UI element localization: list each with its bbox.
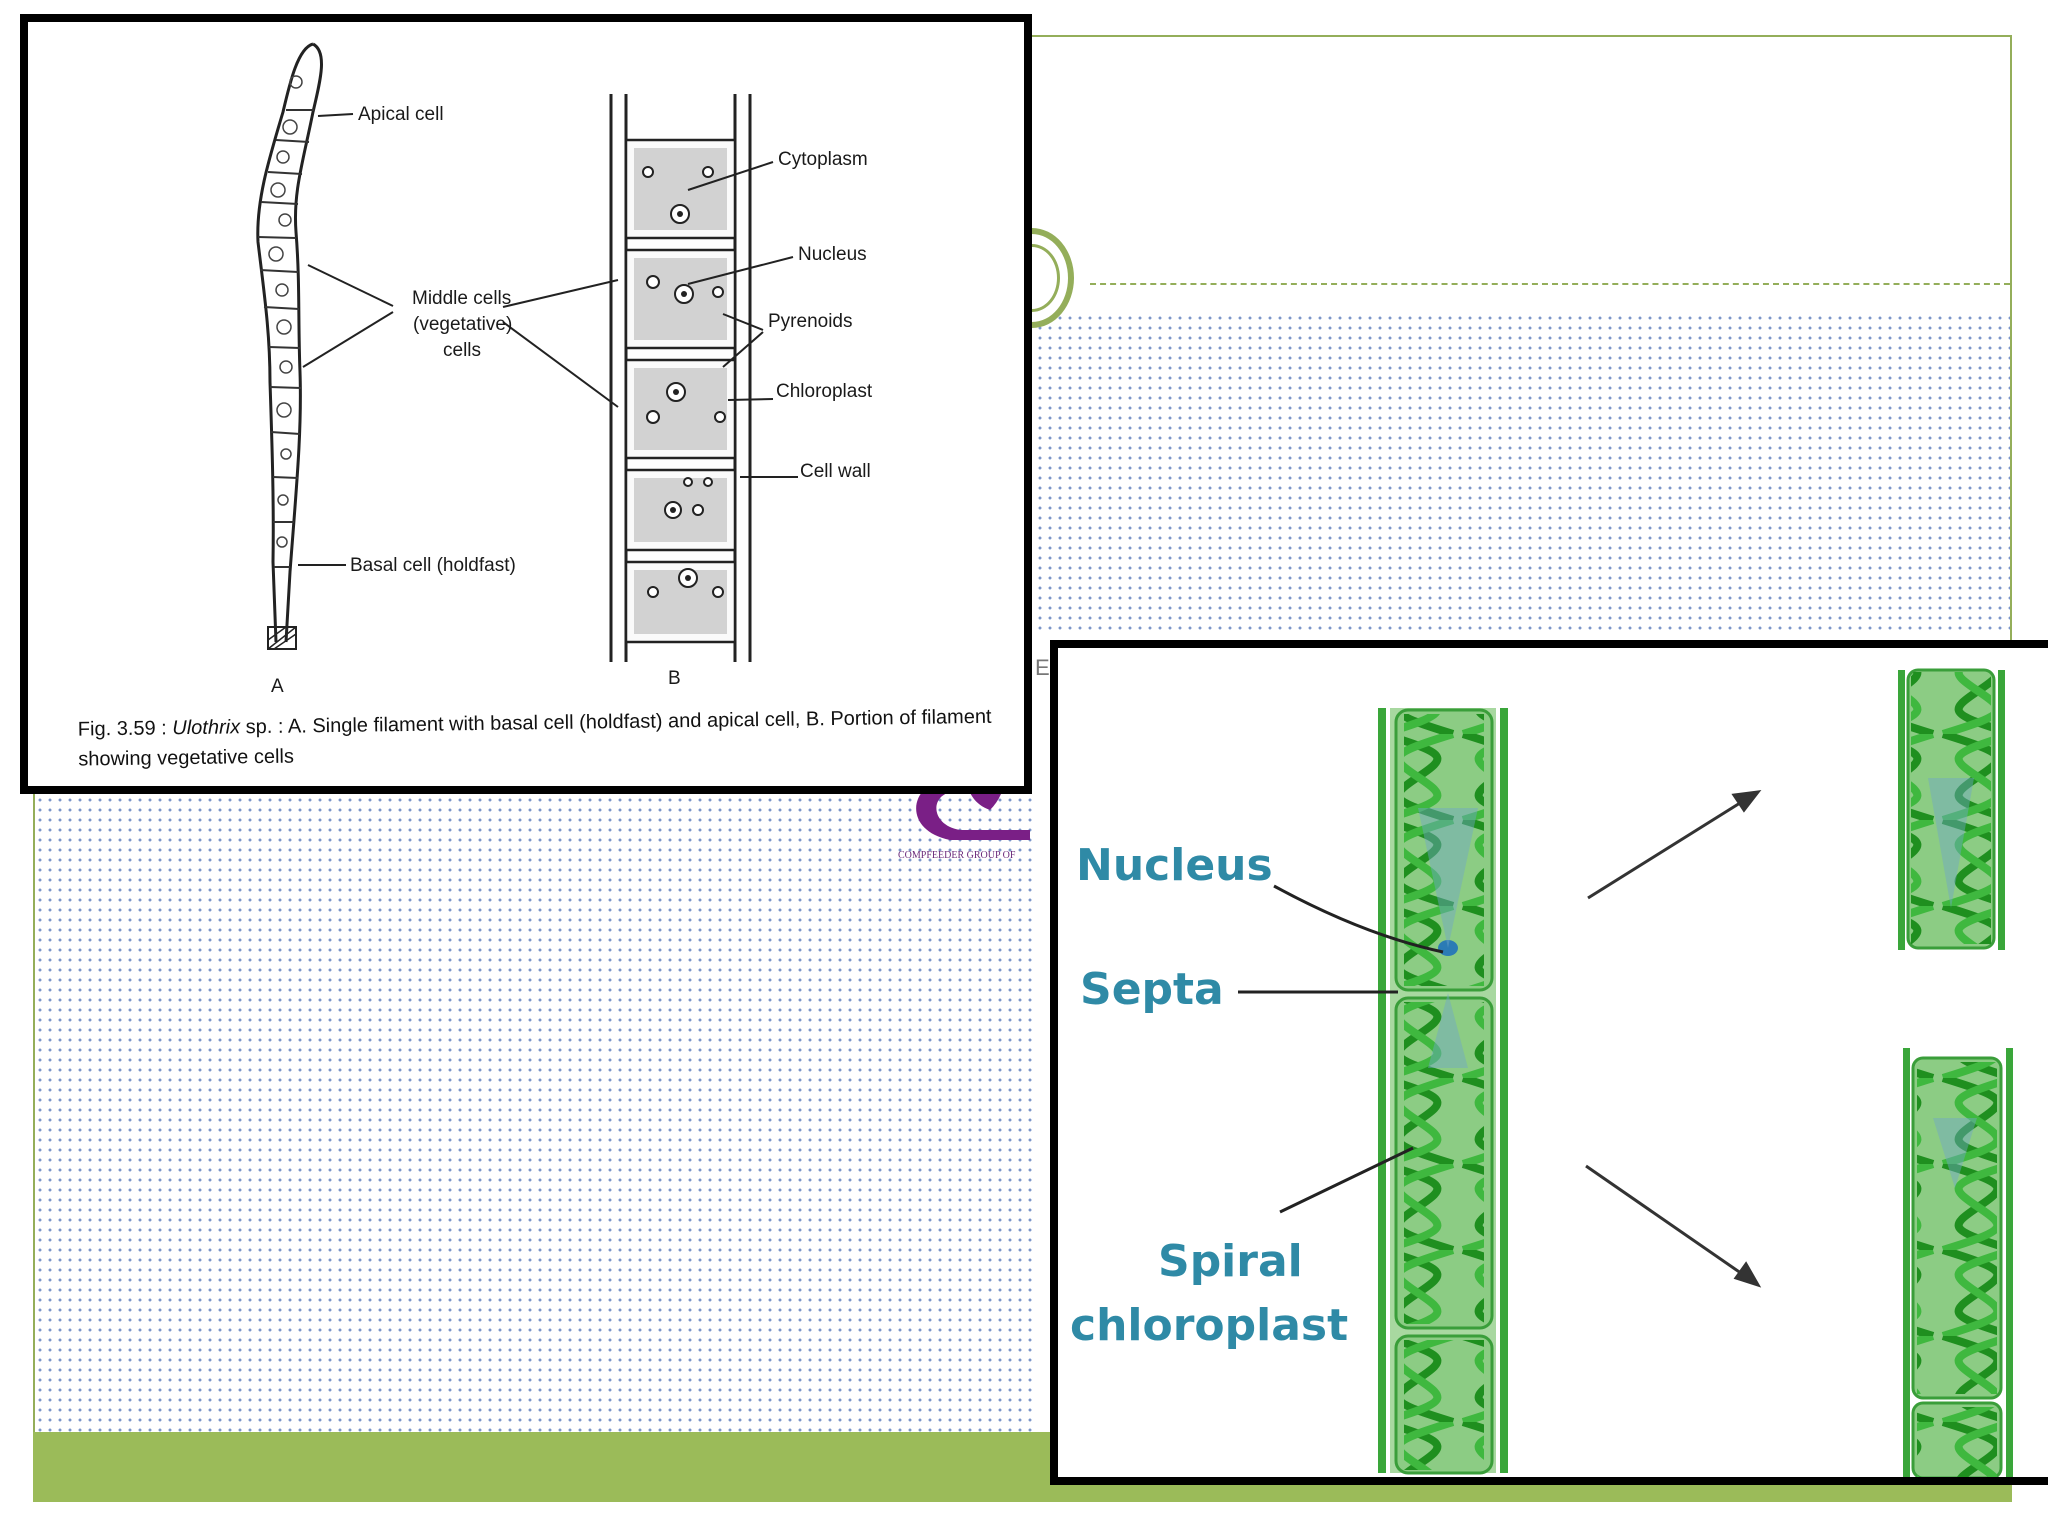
title-divider [1090,283,2010,285]
label-cytoplasm: Cytoplasm [778,149,868,170]
ulothrix-figure[interactable]: Apical cell Middle cells (vegetative) ce… [20,14,1032,794]
label-cells: cells [443,340,481,361]
label-spiral-chloroplast: chloroplast [1070,1300,1348,1351]
main-filament [1378,708,1508,1475]
caption-figure-number: Fig. 3.59 : [77,717,167,741]
label-part-b: B [668,668,681,689]
label-chloroplast: Chloroplast [776,381,873,402]
label-cell-wall: Cell wall [800,461,871,482]
label-basal-cell: Basal cell (holdfast) [350,555,516,576]
ulothrix-diagram: Apical cell Middle cells (vegetative) ce… [256,42,873,697]
spirogyra-diagram: Nucleus Septa Spiral chloroplast [1070,668,2013,1477]
label-pyrenoids: Pyrenoids [768,311,853,332]
label-middle-cells: Middle cells [412,288,511,309]
logo-caption: COMPFEEDER GROUP OF [898,850,1016,861]
caption-genus: Ulothrix [172,716,241,740]
spirogyra-figure[interactable]: Nucleus Septa Spiral chloroplast [1050,640,2048,1485]
label-part-a: A [271,676,284,697]
label-nucleus-blue: Nucleus [1076,840,1273,891]
dotted-pattern-bottom [35,795,1035,1435]
fragment-upper [1898,668,2005,950]
label-nucleus: Nucleus [798,244,867,265]
fragmentation-arrows [1585,790,1762,1288]
label-vegetative: (vegetative) [413,314,512,335]
label-septa: Septa [1080,964,1224,1015]
dotted-pattern-top [1035,313,2010,635]
fragment-lower [1903,1048,2013,1477]
label-spiral: Spiral [1158,1236,1303,1287]
label-apical-cell: Apical cell [358,104,444,125]
